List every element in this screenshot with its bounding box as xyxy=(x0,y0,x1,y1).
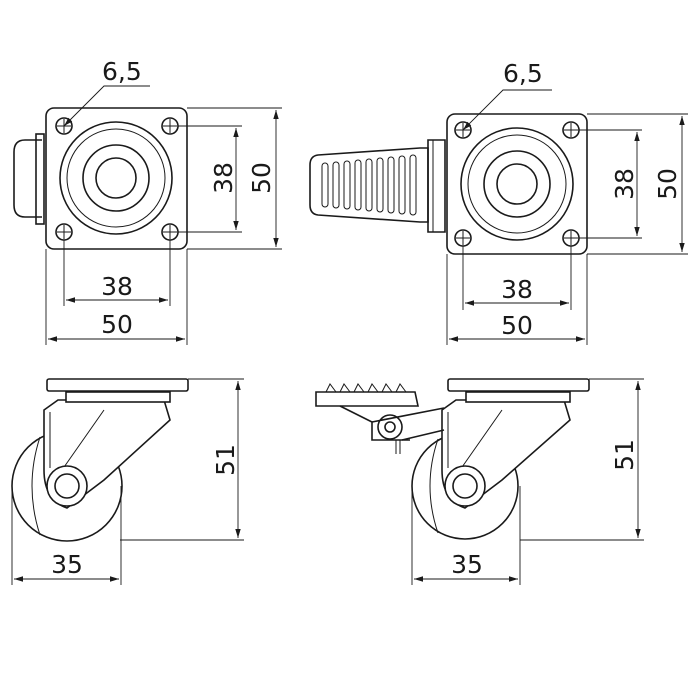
axle-hub xyxy=(46,465,88,507)
top-plate xyxy=(46,378,189,392)
hole-diameter-label: 6,5 xyxy=(503,59,543,88)
plate-height-label: 50 xyxy=(653,168,682,200)
brake-bracket xyxy=(427,139,446,233)
extension-lines-wheel xyxy=(11,486,122,585)
extension-lines-h xyxy=(446,246,588,345)
plate-width-label: 50 xyxy=(101,310,133,339)
wheel-diameter-label: 35 xyxy=(451,550,483,579)
swivel-ring-mid xyxy=(467,134,567,234)
extension-lines-h xyxy=(45,240,188,345)
kingpin-circle xyxy=(496,163,538,205)
overall-height-label: 51 xyxy=(610,439,639,471)
top-view-swivel-caster: 6,5 38 50 38 50 xyxy=(13,57,282,345)
plate-height-label: 50 xyxy=(247,162,276,194)
hole-spacing-v-label: 38 xyxy=(610,168,639,200)
hole-diameter-leader xyxy=(462,89,552,131)
extension-lines-height xyxy=(120,378,244,541)
brake-pedal xyxy=(309,147,429,223)
kingpin-circle xyxy=(95,157,137,199)
axle-bolt xyxy=(452,473,478,499)
extension-lines-v xyxy=(178,107,282,250)
swivel-ring-mid xyxy=(66,128,166,228)
fork-edge xyxy=(49,409,105,471)
hole-spacing-v-label: 38 xyxy=(209,162,238,194)
plate-side-tab xyxy=(13,139,42,218)
fork-edge xyxy=(447,409,503,471)
extension-lines-wheel xyxy=(411,486,521,585)
top-plate xyxy=(447,378,590,392)
hole-spacing-h-label: 38 xyxy=(501,275,533,304)
overall-height-label: 51 xyxy=(211,444,240,476)
swivel-bearing xyxy=(65,391,171,403)
plate-width-label: 50 xyxy=(501,311,533,340)
hole-diameter-leader xyxy=(63,85,150,127)
side-view-braked-caster: 51 35 xyxy=(315,378,644,585)
wheel-tread-line xyxy=(31,436,41,536)
extension-lines-height xyxy=(520,378,644,541)
tab-flange xyxy=(35,133,45,225)
hole-diameter-label: 6,5 xyxy=(102,57,142,86)
side-view-swivel-caster: 51 35 xyxy=(11,378,244,585)
pedal-ribs xyxy=(321,154,417,216)
swivel-bearing xyxy=(465,391,571,403)
brake-pedal-side xyxy=(315,383,445,454)
wheel-tread-line xyxy=(429,438,439,534)
swivel-ring-inner xyxy=(483,150,551,218)
swivel-ring-inner xyxy=(82,144,150,212)
top-view-braked-caster: 6,5 38 50 38 50 xyxy=(309,59,688,345)
hole-spacing-h-label: 38 xyxy=(101,272,133,301)
swivel-ring-outer xyxy=(59,121,173,235)
axle-hub xyxy=(444,465,486,507)
swivel-ring-outer xyxy=(460,127,574,241)
extension-lines-v xyxy=(579,113,688,255)
wheel-diameter-label: 35 xyxy=(51,550,83,579)
axle-bolt xyxy=(54,473,80,499)
